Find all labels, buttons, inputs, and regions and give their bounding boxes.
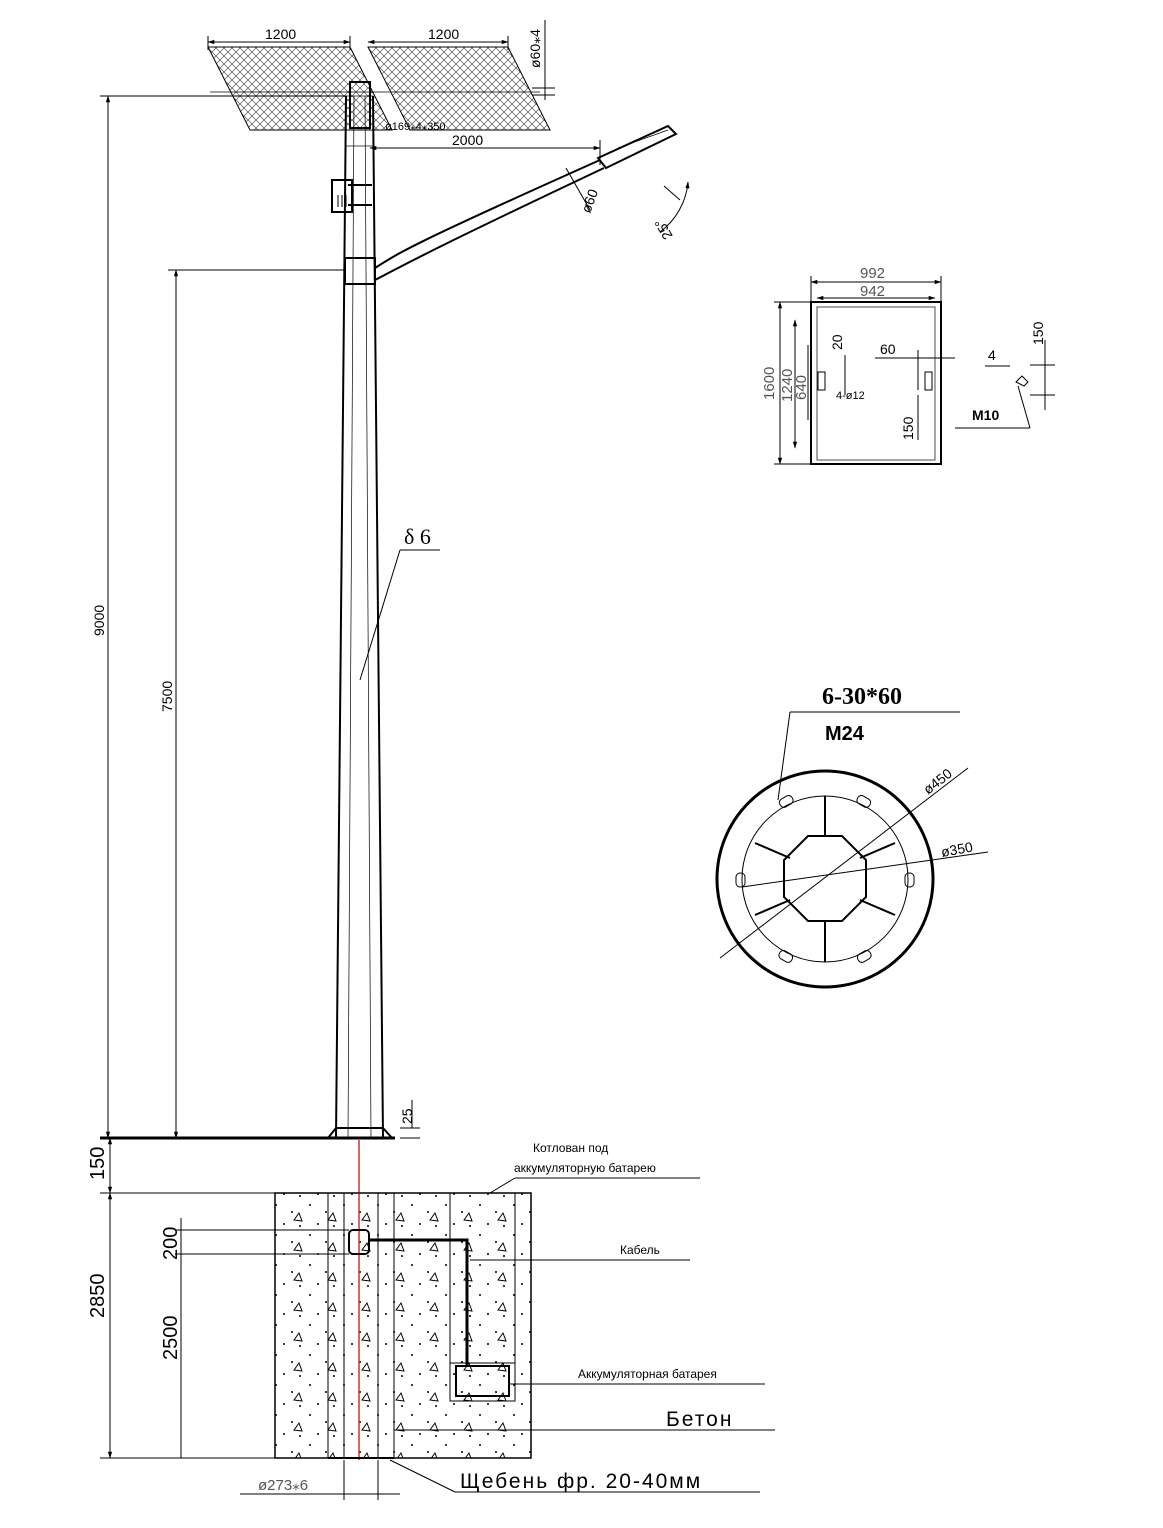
- controller-box: [331, 179, 353, 213]
- base-plate-slots: 6-30*60: [822, 684, 902, 710]
- dim-module-4: 4: [988, 347, 996, 363]
- dim-foundation-150: 150: [87, 1147, 109, 1180]
- dim-height-total: 9000: [91, 605, 107, 636]
- dim-foundation-2500: 2500: [160, 1316, 182, 1361]
- base-plate-bolt: M24: [825, 723, 865, 745]
- dim-base-plate-inner: ø350: [940, 839, 974, 860]
- foundation: 150 2850 200 2500 ø273⁎6 Котлован под ак…: [87, 1137, 775, 1500]
- label-gravel: Щебень фр. 20-40мм: [460, 1470, 702, 1493]
- dim-module-holes: 4-ø12: [836, 390, 865, 402]
- dim-module-h-outer: 1600: [761, 367, 778, 400]
- label-pit-line2: аккумуляторную батарею: [514, 1161, 656, 1175]
- panel-bracket: [349, 81, 371, 129]
- dim-foundation-pipe: ø273⁎6: [258, 1477, 308, 1494]
- dim-flange: 25: [399, 1108, 415, 1124]
- dim-module-inner: 942: [860, 283, 885, 300]
- arm-clamp: [344, 257, 376, 285]
- dim-module-h-inner: 640: [793, 375, 810, 400]
- solar-panels: 1200 1200 ø60⁎4 ø169⁎4⁎350: [207, 20, 555, 133]
- label-battery: Аккумуляторная батарея: [578, 1367, 717, 1381]
- lamp-arm: 2000 ø60 25°: [369, 124, 690, 281]
- dim-arm-reach: 2000: [452, 132, 483, 148]
- dim-foundation-2850: 2850: [87, 1274, 109, 1319]
- dim-base-plate-outer: ø450: [920, 765, 955, 797]
- dim-sleeve: ø169⁎4⁎350: [385, 121, 446, 133]
- pole: [325, 95, 395, 1139]
- dim-panel-width-right: 1200: [428, 26, 459, 42]
- dim-module-20: 20: [829, 334, 845, 350]
- dim-module-150-side: 150: [1030, 321, 1046, 345]
- dim-arm-tube: ø60: [578, 187, 601, 215]
- dim-module-outer: 992: [860, 265, 885, 282]
- cable: [369, 1238, 469, 1366]
- solar-panel-left: [207, 46, 393, 131]
- dim-panel-width-left: 1200: [265, 26, 296, 42]
- base-plate: 6-30*60 M24 ø450 ø350: [715, 684, 989, 989]
- dim-pipe-top: ø60⁎4: [527, 29, 543, 68]
- module-bolt: M10: [972, 407, 999, 423]
- label-cable: Кабель: [620, 1243, 660, 1257]
- dim-height-arm: 7500: [159, 681, 175, 712]
- dim-foundation-200: 200: [160, 1227, 182, 1260]
- dim-module-60: 60: [880, 341, 896, 357]
- battery-box: [455, 1365, 510, 1397]
- solar-panel-right: [367, 46, 551, 131]
- luminaire: [596, 124, 678, 170]
- dim-module-h-mid: 1240: [779, 369, 796, 402]
- module-detail: 992 942 1600 1240 640 20 4-ø12 60 150 4 …: [761, 265, 1055, 465]
- label-concrete: Бетон: [666, 1408, 733, 1431]
- pole-wall-thickness: δ 6: [404, 524, 431, 549]
- dim-module-150-low: 150: [900, 416, 916, 440]
- height-dimensions: 9000 7500 δ 6 25: [91, 95, 440, 1140]
- label-pit-line1: Котлован под: [533, 1141, 608, 1155]
